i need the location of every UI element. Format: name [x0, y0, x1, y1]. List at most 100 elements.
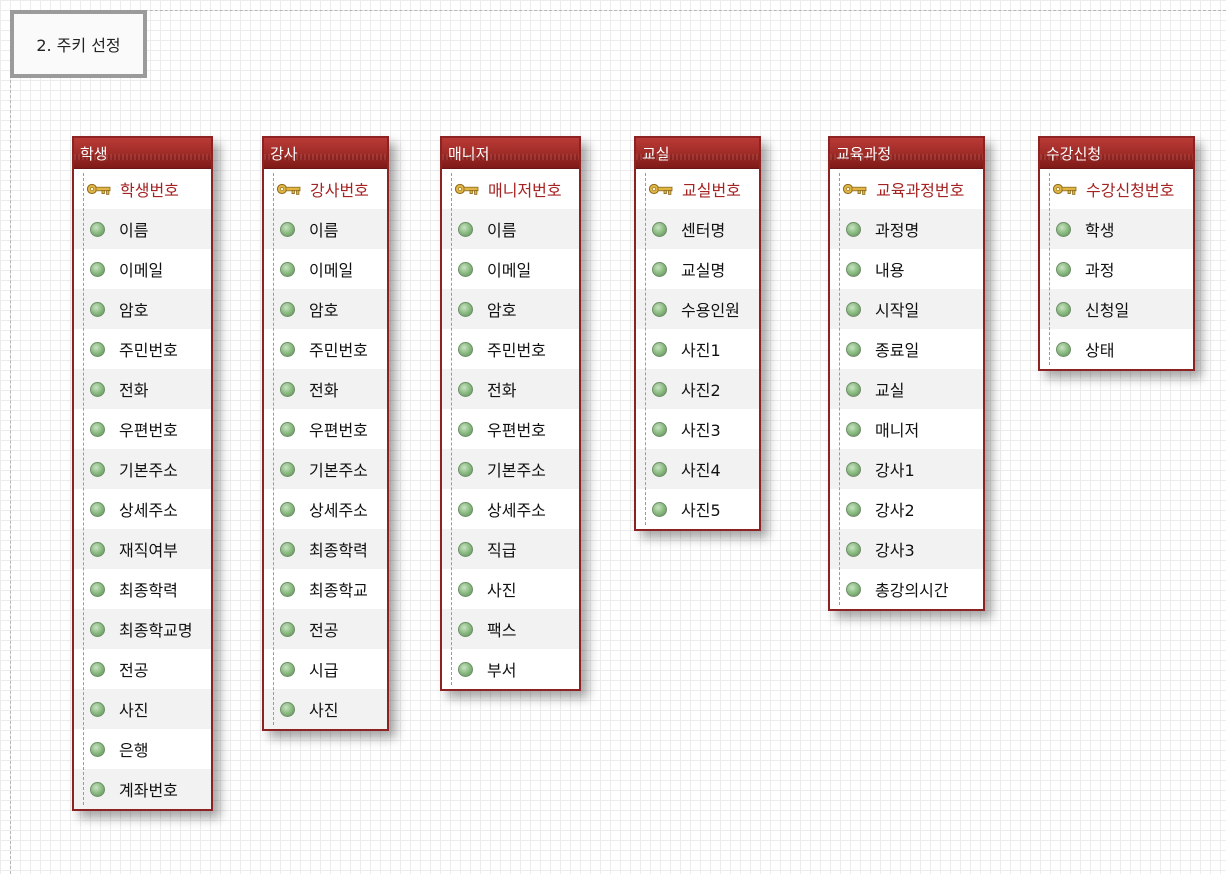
attribute-dot-icon	[652, 381, 667, 397]
attribute-row[interactable]: 시급	[264, 649, 387, 689]
attribute-row[interactable]: 상세주소	[264, 489, 387, 529]
attribute-row[interactable]: 직급	[442, 529, 579, 569]
attribute-row[interactable]: 강사1	[830, 449, 983, 489]
primary-key-row[interactable]: 강사번호	[264, 169, 387, 209]
attribute-row[interactable]: 사진1	[636, 329, 759, 369]
attribute-row[interactable]: 교실	[830, 369, 983, 409]
primary-key-row[interactable]: 매니저번호	[442, 169, 579, 209]
attribute-row[interactable]: 재직여부	[74, 529, 211, 569]
attribute-row[interactable]: 암호	[74, 289, 211, 329]
attribute-row[interactable]: 수용인원	[636, 289, 759, 329]
primary-key-row[interactable]: 교육과정번호	[830, 169, 983, 209]
attribute-row[interactable]: 종료일	[830, 329, 983, 369]
attribute-row[interactable]: 계좌번호	[74, 769, 211, 809]
primary-key-row[interactable]: 수강신청번호	[1040, 169, 1193, 209]
attribute-row[interactable]: 이름	[264, 209, 387, 249]
attribute-dot-icon	[90, 341, 105, 357]
attribute-row[interactable]: 최종학교	[264, 569, 387, 609]
attribute-row[interactable]: 사진4	[636, 449, 759, 489]
key-icon	[276, 183, 301, 195]
attribute-row[interactable]: 총강의시간	[830, 569, 983, 609]
attribute-row[interactable]: 전화	[442, 369, 579, 409]
primary-key-label: 강사번호	[310, 181, 369, 200]
attribute-row[interactable]: 기본주소	[264, 449, 387, 489]
attribute-row[interactable]: 우편번호	[264, 409, 387, 449]
attribute-row[interactable]: 사진2	[636, 369, 759, 409]
attribute-row[interactable]: 최종학력	[264, 529, 387, 569]
attribute-row[interactable]: 은행	[74, 729, 211, 769]
attribute-label: 전화	[119, 381, 149, 400]
attribute-row[interactable]: 강사3	[830, 529, 983, 569]
attribute-label: 주민번호	[487, 341, 546, 360]
attribute-row[interactable]: 매니저	[830, 409, 983, 449]
entity-name: 교실	[636, 138, 759, 169]
attribute-dot-icon	[280, 421, 295, 437]
attribute-row[interactable]: 최종학력	[74, 569, 211, 609]
key-icon	[1052, 183, 1077, 195]
attribute-dot-icon	[280, 341, 295, 357]
attribute-row[interactable]: 이메일	[264, 249, 387, 289]
attribute-row[interactable]: 과정명	[830, 209, 983, 249]
entity-name: 수강신청	[1040, 138, 1193, 169]
attribute-row[interactable]: 전공	[264, 609, 387, 649]
primary-key-row[interactable]: 교실번호	[636, 169, 759, 209]
attribute-row[interactable]: 사진3	[636, 409, 759, 449]
attribute-label: 상태	[1085, 341, 1115, 360]
primary-key-label: 교육과정번호	[876, 181, 965, 200]
attribute-row[interactable]: 학생	[1040, 209, 1193, 249]
attribute-row[interactable]: 주민번호	[264, 329, 387, 369]
attribute-row[interactable]: 이메일	[74, 249, 211, 289]
attribute-dot-icon	[90, 421, 105, 437]
attribute-row[interactable]: 주민번호	[74, 329, 211, 369]
attribute-row[interactable]: 상세주소	[442, 489, 579, 529]
attribute-row[interactable]: 상태	[1040, 329, 1193, 369]
attribute-dot-icon	[280, 541, 295, 557]
attribute-label: 우편번호	[487, 421, 546, 440]
attribute-label: 전공	[309, 621, 339, 640]
attribute-row[interactable]: 암호	[264, 289, 387, 329]
attribute-row[interactable]: 사진	[442, 569, 579, 609]
attribute-row[interactable]: 암호	[442, 289, 579, 329]
attribute-row[interactable]: 최종학교명	[74, 609, 211, 649]
attribute-row[interactable]: 기본주소	[442, 449, 579, 489]
attribute-row[interactable]: 부서	[442, 649, 579, 689]
attribute-row[interactable]: 팩스	[442, 609, 579, 649]
attribute-label: 교실	[875, 381, 905, 400]
attribute-row[interactable]: 사진5	[636, 489, 759, 529]
attribute-row[interactable]: 센터명	[636, 209, 759, 249]
page-border-top	[10, 10, 1226, 11]
attribute-row[interactable]: 이름	[74, 209, 211, 249]
attribute-row[interactable]: 강사2	[830, 489, 983, 529]
attribute-dot-icon	[1056, 301, 1071, 317]
attribute-row[interactable]: 이메일	[442, 249, 579, 289]
primary-key-row[interactable]: 학생번호	[74, 169, 211, 209]
attribute-row[interactable]: 내용	[830, 249, 983, 289]
attribute-row[interactable]: 사진	[74, 689, 211, 729]
page-border-left	[10, 10, 11, 874]
attribute-row[interactable]: 과정	[1040, 249, 1193, 289]
attribute-row[interactable]: 교실명	[636, 249, 759, 289]
attribute-row[interactable]: 기본주소	[74, 449, 211, 489]
attribute-row[interactable]: 전공	[74, 649, 211, 689]
attribute-row[interactable]: 우편번호	[442, 409, 579, 449]
attribute-row[interactable]: 사진	[264, 689, 387, 729]
attribute-dot-icon	[90, 781, 105, 797]
attribute-row[interactable]: 우편번호	[74, 409, 211, 449]
attribute-label: 사진	[119, 701, 149, 720]
attribute-row[interactable]: 전화	[74, 369, 211, 409]
attribute-row[interactable]: 전화	[264, 369, 387, 409]
attribute-row[interactable]: 신청일	[1040, 289, 1193, 329]
attribute-row[interactable]: 시작일	[830, 289, 983, 329]
attribute-row[interactable]: 주민번호	[442, 329, 579, 369]
key-icon	[842, 183, 867, 195]
attribute-row[interactable]: 이름	[442, 209, 579, 249]
attribute-dot-icon	[280, 501, 295, 517]
attribute-row[interactable]: 상세주소	[74, 489, 211, 529]
attribute-dot-icon	[280, 301, 295, 317]
